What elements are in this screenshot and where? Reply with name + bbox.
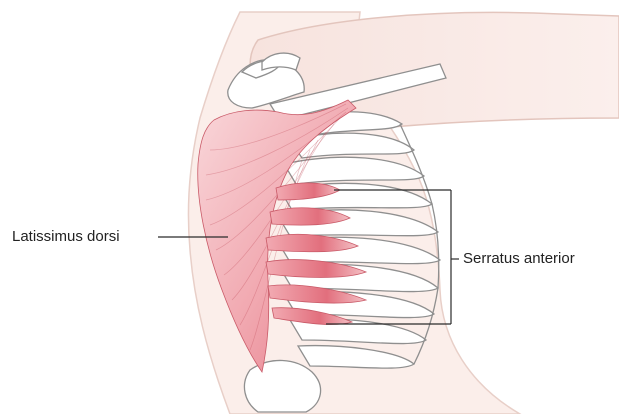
latissimus-dorsi-label: Latissimus dorsi [12, 228, 120, 246]
serratus-anterior-label: Serratus anterior [463, 250, 575, 268]
